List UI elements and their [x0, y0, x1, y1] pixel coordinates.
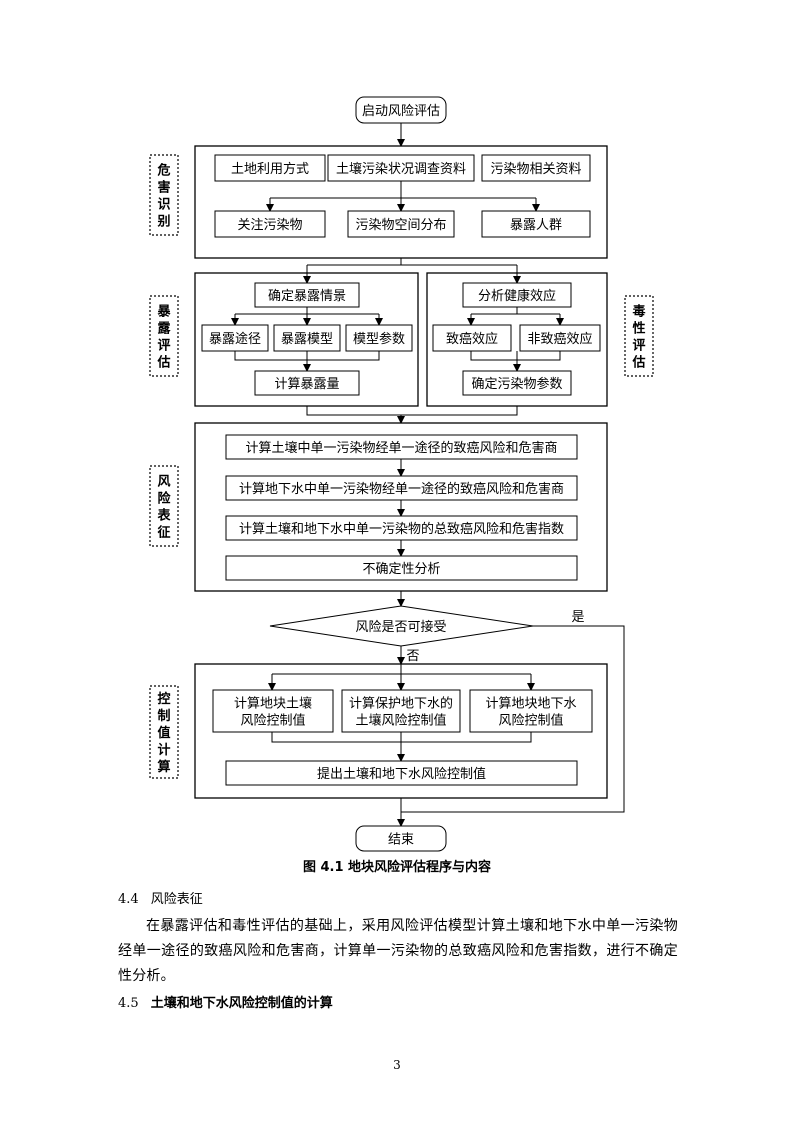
control-box-1 [341, 689, 461, 733]
control-box-1-label: 计算保护地下水的土壤风险控制值 [349, 696, 453, 729]
control-box-0 [212, 689, 334, 733]
merge-bar [306, 406, 518, 416]
exposure-side-label-text: 暴露评估 [156, 305, 171, 371]
hazard-row1-box-0-label: 土地利用方式 [231, 161, 309, 177]
hazard-row2-box-0-label: 关注污染物 [237, 218, 302, 233]
control-box-2 [469, 689, 593, 733]
section-title: 土壤和地下水风险控制值的计算 [150, 996, 333, 1011]
toxicity-top-box-label: 分析健康效应 [478, 288, 556, 304]
section-4-5-heading: 4.5 土壤和地下水风险控制值的计算 [118, 992, 333, 1011]
control-side-label-text: 控制值计算 [157, 691, 170, 775]
hazard-row2-box-1 [347, 210, 455, 238]
hazard-row2-box-2 [481, 210, 591, 238]
risk-step-box-1 [225, 475, 578, 501]
section-number: 4.5 [118, 996, 139, 1011]
exposure-mid-box-1-label: 暴露模型 [281, 332, 333, 347]
end-terminal [355, 825, 447, 852]
yes-path [401, 625, 625, 813]
exposure-mid-box-1 [273, 324, 341, 352]
toxicity-top-box [462, 282, 572, 308]
hazard-row1-box-2 [481, 154, 591, 182]
figure-caption: 图 4.1 地块风险评估程序与内容 [302, 860, 492, 875]
exposure-mid-box-2-label: 模型参数 [353, 331, 405, 347]
hazard-row2-box-1-label: 污染物空间分布 [355, 218, 446, 233]
hazard-row1-box-1-label: 土壤污染状况调查资料 [336, 161, 466, 177]
toxicity-side-label [624, 295, 654, 377]
control-box-0-label: 计算地块土壤风险控制值 [234, 696, 312, 729]
control-box-2-label: 计算地块地下水风险控制值 [485, 697, 576, 729]
exposure-mid-box-2 [345, 324, 413, 352]
toxicity-side-label-text: 毒性评估 [631, 304, 645, 371]
risk-step-box-1-label: 计算地下水中单一污染物经单一途径的致癌风险和危害商 [239, 481, 564, 497]
end-terminal-label: 结束 [388, 833, 414, 848]
control-side-label [149, 685, 179, 779]
control-result-box-label: 提出土壤和地下水风险控制值 [317, 766, 486, 782]
decision-label: 风险是否可接受 [355, 619, 446, 635]
section-4-4-heading: 4.4 风险表征 [118, 888, 203, 907]
hazard-side-label [149, 154, 179, 236]
section-number: 4.4 [118, 892, 139, 907]
risk-side-label-text: 风险表征 [156, 475, 171, 541]
no-label: 否 [406, 649, 419, 664]
hazard-row2-box-0 [214, 210, 326, 238]
hazard-side-label-text: 危害识别 [156, 163, 170, 230]
risk-step-box-2 [225, 515, 578, 541]
risk-step-box-0-label: 计算土壤中单一污染物经单一途径的致癌风险和危害商 [245, 440, 557, 456]
toxicity-mid-box-0 [432, 324, 512, 352]
exposure-mid-box-0-label: 暴露途径 [209, 331, 261, 347]
risk-step-box-3-label: 不确定性分析 [362, 562, 440, 577]
exposure-side-label [149, 295, 179, 377]
risk-step-box-3 [225, 555, 578, 581]
toxicity-merge [470, 351, 561, 361]
risk-step-box-0 [225, 434, 578, 460]
hazard-row1-box-1 [327, 154, 475, 182]
exposure-bottom-box-label: 计算暴露量 [274, 377, 339, 392]
section-title: 风险表征 [150, 892, 203, 907]
exposure-bottom-box [254, 370, 360, 396]
hazard-row2-box-2-label: 暴露人群 [510, 218, 562, 233]
hazard-row1-box-0 [214, 154, 326, 182]
toxicity-mid-box-1-label: 非致癌效应 [527, 331, 592, 347]
risk-step-box-2-label: 计算土壤和地下水中单一污染物的总致癌风险和危害指数 [239, 521, 564, 537]
yes-label: 是 [571, 610, 584, 625]
exposure-top-box-label: 确定暴露情景 [268, 289, 346, 304]
start-terminal-label: 启动风险评估 [362, 104, 440, 119]
toxicity-bottom-box [462, 370, 572, 396]
toxicity-mid-box-0-label: 致癌效应 [446, 331, 498, 347]
section-4-4-paragraph: 在暴露评估和毒性评估的基础上，采用风险评估模型计算土壤和地下水中单一污染物经单一… [118, 918, 678, 984]
toxicity-bottom-box-label: 确定污染物参数 [471, 376, 562, 392]
control-result-box [225, 760, 578, 786]
exposure-top-box [254, 282, 360, 308]
hazard-row1-box-2-label: 污染物相关资料 [490, 162, 581, 177]
page-number: 3 [393, 1058, 401, 1072]
risk-side-label [149, 465, 179, 547]
